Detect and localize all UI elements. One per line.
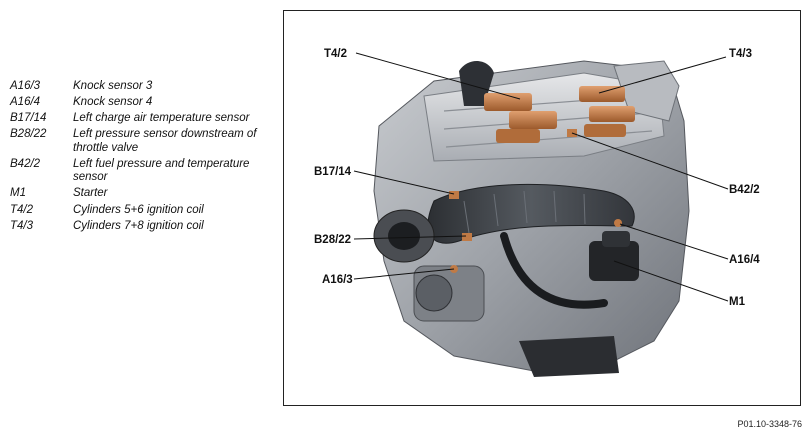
- throttle-bore: [388, 222, 420, 250]
- callout-b28-22: B28/22: [314, 234, 351, 246]
- legend-item: B28/22 Left pressure sensor downstream o…: [10, 128, 272, 155]
- legend-code: B17/14: [10, 112, 47, 125]
- legend-item: B42/2 Left fuel pressure and temperature…: [10, 158, 272, 185]
- callout-a16-4: A16/4: [729, 254, 760, 266]
- legend-description: Left charge air temperature sensor: [73, 112, 250, 125]
- legend-code: B42/2: [10, 157, 41, 170]
- engine-figure-frame: T4/2 T4/3 B17/14 B42/2 B28/22 A16/4 A16/…: [283, 10, 801, 406]
- legend-description: Left fuel pressure and temperature senso…: [73, 157, 250, 184]
- legend-description: Cylinders 7+8 ignition coil: [73, 219, 204, 232]
- legend-description: Cylinders 5+6 ignition coil: [73, 203, 204, 216]
- ignition-coil-t4-2: [484, 93, 557, 143]
- legend-code: A16/3: [10, 80, 41, 92]
- legend-description: Knock sensor 4: [73, 96, 153, 109]
- leader-lines: [353, 52, 729, 302]
- callout-a16-3: A16/3: [322, 274, 353, 286]
- compressor-pulley: [415, 274, 453, 312]
- coolant-hose: [500, 232, 608, 309]
- intake-manifold: [427, 183, 635, 244]
- legend-code: B28/22: [10, 128, 47, 141]
- figure-id: P01.10-3348-76: [737, 419, 802, 429]
- legend-description: Left pressure sensor downstream of throt…: [73, 128, 257, 154]
- callout-m1: M1: [729, 296, 746, 308]
- sensor-b28-22: [462, 233, 472, 241]
- callout-t4-2: T4/2: [324, 48, 347, 60]
- legend-item: B17/14 Left charge air temperature senso…: [10, 112, 272, 126]
- legend-item: M1 Starter: [10, 187, 272, 201]
- callout-t4-3: T4/3: [729, 48, 752, 60]
- starter-solenoid: [602, 231, 630, 247]
- knock-sensor-a16-4: [614, 219, 622, 227]
- legend-item: T4/3 Cylinders 7+8 ignition coil: [10, 220, 272, 234]
- legend-description: Knock sensor 3: [73, 80, 153, 92]
- oil-pan: [519, 336, 619, 377]
- engine-illustration: T4/2 T4/3 B17/14 B42/2 B28/22 A16/4 A16/…: [314, 48, 760, 377]
- legend-code: T4/2: [10, 203, 34, 216]
- legend-item: T4/2 Cylinders 5+6 ignition coil: [10, 204, 272, 218]
- legend-list: A16/3 Knock sensor 3 A16/4 Knock sensor …: [10, 80, 272, 236]
- legend-item: A16/4 Knock sensor 4: [10, 96, 272, 110]
- callout-b42-2: B42/2: [729, 184, 760, 196]
- legend-description: Starter: [73, 187, 108, 200]
- legend-item: A16/3 Knock sensor 3: [10, 80, 272, 94]
- legend-code: T4/3: [10, 219, 34, 232]
- legend-code: A16/4: [10, 96, 41, 109]
- legend-code: M1: [10, 187, 26, 200]
- sensor-b17-14: [449, 191, 459, 199]
- ignition-coil-t4-3: [579, 86, 635, 137]
- intake-ribs: [463, 190, 586, 234]
- callout-b17-14: B17/14: [314, 166, 352, 178]
